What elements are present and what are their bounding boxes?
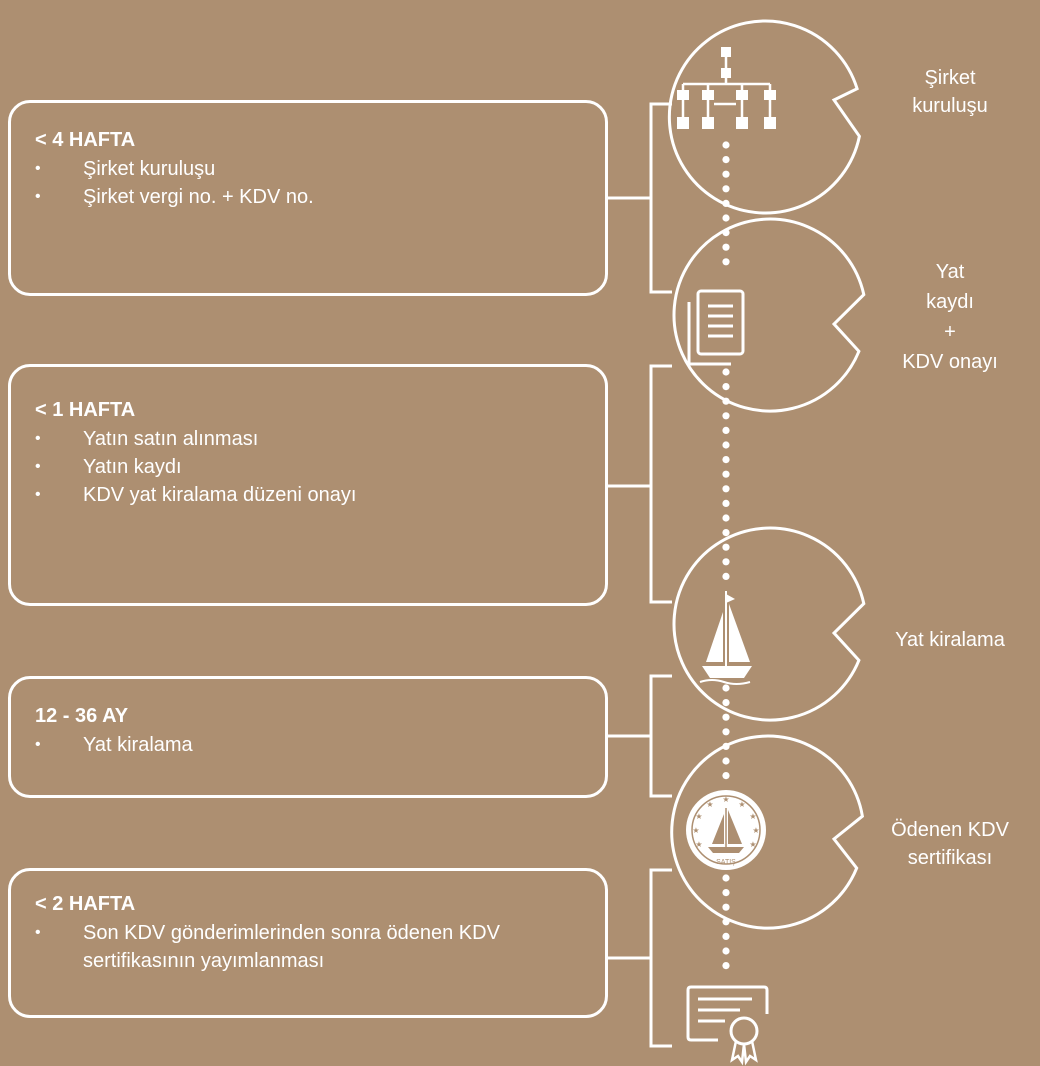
bubble-3-label: Yat kiralama [895, 629, 1005, 651]
svg-text:★: ★ [749, 840, 756, 849]
timeline-dot [722, 558, 730, 566]
phase-box-2: < 1 HAFTA •Yatın satın alınması •Yatın k… [8, 364, 608, 606]
seal-label: SATIŞ [716, 859, 736, 866]
bubble-1-label: Şirket kuruluşu [912, 67, 988, 117]
timeline-dot [722, 214, 730, 222]
timeline-dot [722, 932, 730, 941]
timeline-dot [722, 426, 730, 434]
timeline-dot [722, 572, 730, 581]
phase-box-1: < 4 HAFTA •Şirket kuruluşu •Şirket vergi… [8, 100, 608, 296]
timeline-dot [722, 889, 730, 897]
timeline-dot [722, 543, 730, 551]
svg-text:★: ★ [738, 800, 745, 809]
timeline-dot [722, 684, 730, 692]
bubble-3 [672, 526, 866, 722]
phase-task: •Şirket kuruluşu [35, 155, 581, 183]
svg-text:★: ★ [749, 812, 756, 821]
timeline-dot [722, 499, 730, 507]
timeline-dot [722, 383, 730, 391]
svg-text:★: ★ [752, 826, 759, 835]
timeline-dotted-line [722, 141, 730, 970]
bubble-2 [672, 217, 866, 413]
phase-task-list: •Son KDV gönderimlerinden sonra ödenen K… [35, 919, 581, 975]
bubble-2-label: Yat kaydı + KDV onayı [902, 261, 998, 373]
phase-duration: < 4 HAFTA [35, 129, 136, 151]
svg-text:★: ★ [722, 795, 729, 804]
timeline-dot [722, 470, 730, 478]
timeline-dot [722, 514, 730, 522]
phase-duration: < 2 HAFTA [35, 893, 136, 915]
timeline-dot [722, 412, 730, 420]
timeline-dot [722, 485, 730, 493]
timeline-dot [722, 368, 730, 376]
phase-task-list: •Yat kiralama [35, 731, 581, 759]
connector-bracket-4 [608, 868, 672, 1048]
svg-text:★: ★ [706, 800, 713, 809]
timeline-dot [722, 699, 730, 707]
phase-box-3: 12 - 36 AY •Yat kiralama [8, 676, 608, 798]
bubble-1 [667, 19, 862, 215]
phase-task: •Yatın kaydı [35, 453, 581, 481]
phase-task: •KDV yat kiralama düzeni onayı [35, 481, 581, 509]
timeline-dot [722, 757, 730, 765]
phase-duration: < 1 HAFTA [35, 399, 136, 421]
connector-bracket-3 [608, 674, 672, 798]
timeline-dot [722, 456, 730, 464]
timeline-dot [722, 728, 730, 736]
svg-text:★: ★ [695, 840, 702, 849]
timeline-dot [722, 772, 730, 780]
timeline-dot [722, 529, 730, 537]
phase-task: •Son KDV gönderimlerinden sonra ödenen K… [35, 919, 581, 975]
phase-task-list: •Şirket kuruluşu •Şirket vergi no. + KDV… [35, 155, 581, 211]
timeline-dot [722, 185, 730, 193]
svg-text:★: ★ [695, 812, 702, 821]
timeline-dot [722, 258, 730, 266]
phase-task: •Yatın satın alınması [35, 425, 581, 453]
timeline-dot [722, 156, 730, 164]
bullet-icon: • [35, 430, 41, 447]
bullet-icon: • [35, 188, 41, 205]
phase-task: •Yat kiralama [35, 731, 581, 759]
bullet-icon: • [35, 160, 41, 177]
bullet-icon: • [35, 486, 41, 503]
timeline-dot [722, 874, 730, 882]
phase-duration: 12 - 36 AY [35, 705, 129, 727]
timeline-dot [722, 947, 730, 955]
seal-icon: ★ ★ ★ ★ ★ ★ ★ ★ ★ SATIŞ [686, 790, 766, 870]
svg-text:★: ★ [692, 826, 699, 835]
timeline-dot [722, 903, 730, 911]
bubble-4-label: Ödenen KDV sertifikası [891, 819, 1009, 869]
phase-task: •Şirket vergi no. + KDV no. [35, 183, 581, 211]
timeline-dot [722, 441, 730, 449]
timeline-dot [722, 713, 730, 721]
documents-icon [687, 289, 745, 366]
timeline-dot [722, 170, 730, 178]
connector-bracket-1 [608, 102, 672, 294]
bullet-icon: • [35, 924, 41, 941]
timeline-dot [722, 243, 730, 251]
bullet-icon: • [35, 458, 41, 475]
connector-bracket-2 [608, 364, 672, 604]
timeline-dot [722, 962, 730, 970]
bullet-icon: • [35, 736, 41, 753]
phase-task-list: •Yatın satın alınması •Yatın kaydı •KDV … [35, 425, 581, 509]
certificate-icon [686, 985, 769, 1066]
org-chart-icon [677, 47, 776, 129]
bubble-4 [670, 734, 865, 930]
phase-box-4: < 2 HAFTA •Son KDV gönderimlerinden sonr… [8, 868, 608, 1018]
sailboat-icon [699, 591, 752, 685]
timeline-dot [722, 141, 730, 149]
